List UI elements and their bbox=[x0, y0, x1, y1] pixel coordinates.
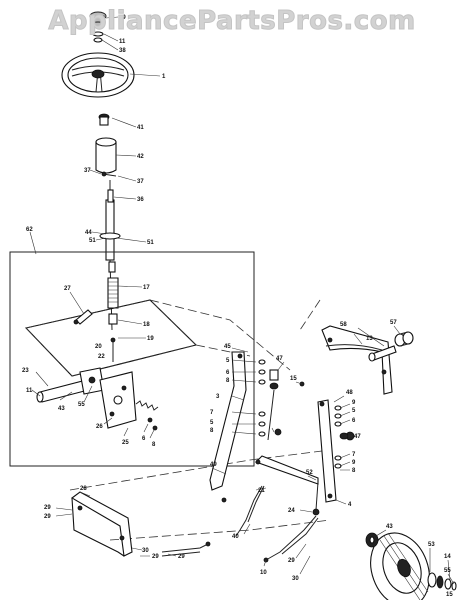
callout-7-right: 7 bbox=[352, 452, 356, 458]
left-tie-rod[interactable] bbox=[209, 351, 247, 491]
callout-18: 18 bbox=[143, 322, 150, 328]
callout-55-wheel: 55 bbox=[444, 568, 451, 574]
callout-3: 3 bbox=[216, 394, 220, 400]
callout-37-left: 37 bbox=[84, 168, 91, 174]
callout-58: 58 bbox=[340, 322, 347, 328]
callout-26: 26 bbox=[96, 424, 103, 430]
callout-5-mid: 5 bbox=[210, 420, 214, 426]
washer-stack-right[interactable] bbox=[334, 405, 349, 469]
callout-48: 48 bbox=[346, 390, 353, 396]
callout-10: 10 bbox=[260, 570, 267, 576]
callout-49: 49 bbox=[210, 462, 217, 468]
front-axle-support[interactable] bbox=[71, 491, 133, 557]
callout-11: 11 bbox=[119, 39, 126, 45]
callout-45: 45 bbox=[224, 344, 231, 350]
callout-13: 13 bbox=[366, 336, 373, 342]
callout-6-right: 6 bbox=[352, 418, 356, 424]
callout-57: 57 bbox=[390, 320, 397, 326]
callout-47-right: 47 bbox=[354, 434, 361, 440]
bracket-spring[interactable] bbox=[109, 400, 159, 431]
axle-mount-bracket[interactable] bbox=[321, 325, 393, 395]
washer-stack-left[interactable] bbox=[258, 359, 266, 437]
callout-44: 44 bbox=[85, 230, 92, 236]
callout-4: 4 bbox=[348, 502, 352, 508]
callout-37-right: 37 bbox=[137, 179, 144, 185]
callout-53: 53 bbox=[428, 542, 435, 548]
hub-washers[interactable] bbox=[427, 572, 457, 591]
callout-20: 20 bbox=[95, 344, 102, 350]
column-bolt[interactable] bbox=[101, 171, 117, 190]
callout-8-low: 8 bbox=[210, 428, 214, 434]
callout-24: 24 bbox=[288, 508, 295, 514]
callout-36: 36 bbox=[137, 197, 144, 203]
wheel-bushing[interactable] bbox=[365, 532, 379, 548]
callout-52: 52 bbox=[306, 470, 313, 476]
callout-11-lower: 11 bbox=[26, 388, 33, 394]
callout-43-wheel: 43 bbox=[386, 524, 393, 530]
callout-55: 55 bbox=[78, 402, 85, 408]
callout-8-mid: 8 bbox=[226, 378, 230, 384]
steering-cap[interactable] bbox=[89, 11, 107, 27]
callout-1: 1 bbox=[162, 74, 166, 80]
callout-17: 17 bbox=[143, 285, 150, 291]
callout-62: 62 bbox=[26, 227, 33, 233]
callout-40: 40 bbox=[232, 534, 239, 540]
steering-sector-gear[interactable] bbox=[79, 367, 105, 395]
steering-wheel[interactable] bbox=[61, 52, 135, 98]
callout-28: 28 bbox=[80, 486, 87, 492]
callout-5: 5 bbox=[226, 358, 230, 364]
callout-9-right: 9 bbox=[352, 460, 356, 466]
callout-7: 7 bbox=[210, 410, 214, 416]
linkage-rod[interactable] bbox=[235, 485, 319, 563]
callout-14: 14 bbox=[444, 554, 451, 560]
drag-link[interactable] bbox=[254, 455, 320, 516]
callout-38: 38 bbox=[119, 48, 126, 54]
callout-22: 22 bbox=[98, 354, 105, 360]
steering-pinion-gear[interactable] bbox=[107, 277, 119, 362]
callout-39: 39 bbox=[119, 15, 126, 21]
front-wheel[interactable] bbox=[361, 525, 440, 600]
callout-30: 30 bbox=[142, 548, 149, 554]
spindle-left[interactable] bbox=[267, 369, 279, 441]
callout-6: 6 bbox=[142, 436, 146, 442]
callout-27: 27 bbox=[64, 286, 71, 292]
callout-9: 9 bbox=[352, 400, 356, 406]
callout-8-right: 8 bbox=[352, 468, 356, 474]
steering-gear-bolt[interactable] bbox=[73, 309, 93, 325]
callout-47: 47 bbox=[276, 356, 283, 362]
callout-8: 8 bbox=[152, 442, 156, 448]
steering-washer[interactable] bbox=[92, 31, 104, 43]
steering-shaft[interactable] bbox=[99, 189, 121, 331]
callout-15-wheel: 15 bbox=[446, 592, 453, 598]
callout-29-d: 29 bbox=[178, 554, 185, 560]
callout-41: 41 bbox=[137, 125, 144, 131]
callout-21: 21 bbox=[258, 488, 265, 494]
pivot-bolt[interactable] bbox=[368, 345, 397, 362]
callout-42: 42 bbox=[137, 154, 144, 160]
callout-29-c: 29 bbox=[152, 554, 159, 560]
subassembly-frame bbox=[9, 251, 255, 467]
callout-29-e: 29 bbox=[288, 558, 295, 564]
callout-25: 25 bbox=[122, 440, 129, 446]
callout-43: 43 bbox=[58, 406, 65, 412]
callout-19: 19 bbox=[147, 336, 154, 342]
callout-6-mid: 6 bbox=[226, 370, 230, 376]
callout-29-b: 29 bbox=[44, 514, 51, 520]
callout-51-right: 51 bbox=[147, 240, 154, 246]
brake-rod[interactable] bbox=[161, 541, 211, 557]
callout-23: 23 bbox=[22, 368, 29, 374]
steering-bracket[interactable] bbox=[99, 371, 137, 429]
callout-15: 15 bbox=[290, 376, 297, 382]
callout-5-right: 5 bbox=[352, 408, 356, 414]
callout-30-b: 30 bbox=[292, 576, 299, 582]
steering-hub[interactable] bbox=[98, 113, 110, 126]
pivot-bushing[interactable] bbox=[394, 331, 414, 347]
callout-29-a: 29 bbox=[44, 505, 51, 511]
callout-51-left: 51 bbox=[89, 238, 96, 244]
steering-column-bushing[interactable] bbox=[95, 137, 117, 174]
